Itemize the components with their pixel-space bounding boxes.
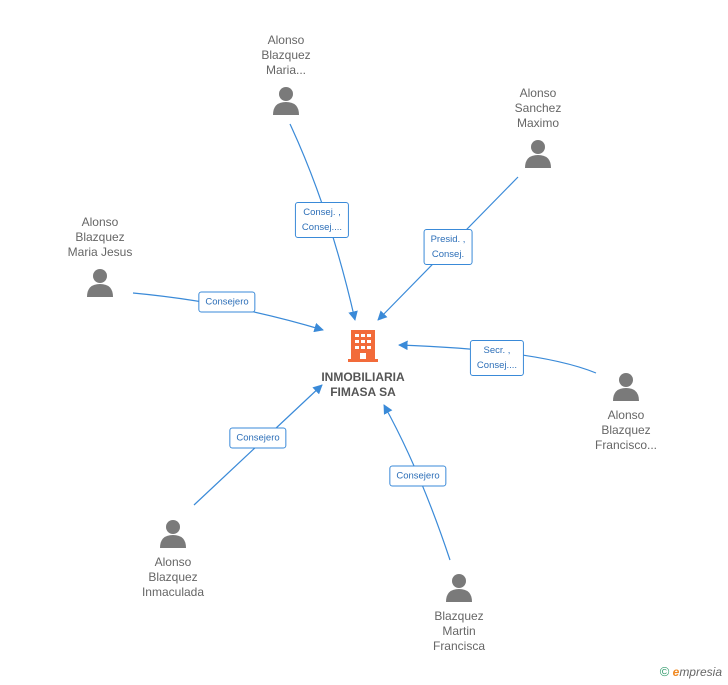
- person-node-p4[interactable]: Alonso Blazquez Francisco...: [571, 372, 681, 453]
- person-icon: [273, 87, 299, 115]
- person-name[interactable]: Alonso Blazquez Francisco...: [594, 408, 657, 452]
- person-name[interactable]: Alonso Blazquez Inmaculada: [141, 555, 205, 599]
- brand-logo-initial: e: [672, 665, 680, 679]
- person-icon: [87, 269, 113, 297]
- person-icon: [446, 574, 472, 602]
- person-node-p5[interactable]: Alonso Blazquez Inmaculada: [118, 519, 228, 600]
- role-label-p1[interactable]: Consej. , Consej....: [294, 202, 350, 238]
- footer-brand: © empresia: [660, 664, 722, 679]
- role-label-p5[interactable]: Consejero: [229, 427, 287, 449]
- company-name[interactable]: INMOBILIARIA FIMASA SA: [321, 370, 405, 399]
- person-icon: [613, 373, 639, 401]
- role-label-p3[interactable]: Consejero: [198, 291, 256, 313]
- role-label-p4[interactable]: Secr. , Consej....: [469, 340, 525, 376]
- brand-logo-text: mpresia: [679, 665, 722, 679]
- person-icon: [525, 140, 551, 168]
- role-label-p2[interactable]: Presid. , Consej.: [423, 229, 473, 265]
- copyright-icon: ©: [659, 664, 670, 679]
- building-icon: [348, 330, 378, 362]
- person-icon: [160, 520, 186, 548]
- person-node-p6[interactable]: Blazquez Martin Francisca: [404, 573, 514, 654]
- role-label-p6[interactable]: Consejero: [389, 465, 447, 487]
- company-node[interactable]: INMOBILIARIA FIMASA SA: [302, 328, 424, 400]
- person-name[interactable]: Blazquez Martin Francisca: [432, 609, 485, 653]
- person-name[interactable]: Alonso Blazquez Maria Jesus: [67, 215, 133, 259]
- person-name[interactable]: Alonso Sanchez Maximo: [514, 86, 562, 130]
- person-name[interactable]: Alonso Blazquez Maria...: [261, 33, 311, 77]
- person-node-p2[interactable]: Alonso Sanchez Maximo: [483, 86, 593, 171]
- person-node-p1[interactable]: Alonso Blazquez Maria...: [231, 33, 341, 118]
- person-node-p3[interactable]: Alonso Blazquez Maria Jesus: [45, 215, 155, 300]
